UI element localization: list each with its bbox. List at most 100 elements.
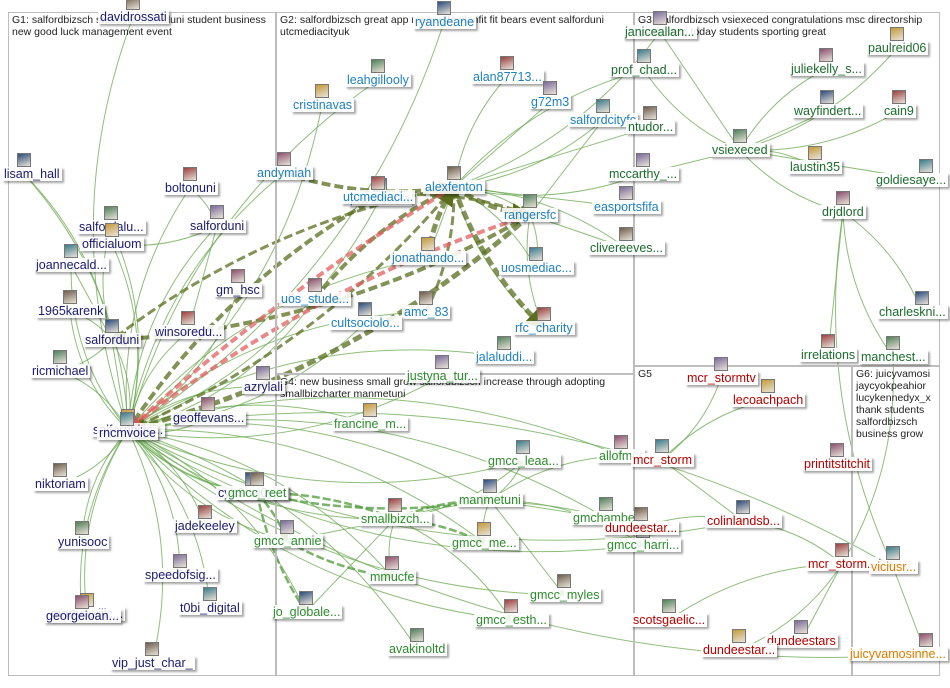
avatar-icon	[596, 99, 610, 113]
avatar-icon	[892, 90, 906, 104]
node-label: mmucfe	[368, 570, 417, 584]
edge-light	[842, 211, 894, 358]
avatar-icon	[497, 336, 511, 350]
edge-heavy	[394, 495, 491, 521]
node-label: justyna_tur...	[405, 369, 480, 383]
node-label: alexfenton	[423, 180, 485, 194]
node-label: salforduni	[188, 219, 247, 233]
node-label: gmcc_myles	[528, 588, 602, 602]
avatar-icon	[835, 543, 849, 557]
edge-heavy	[255, 492, 308, 613]
avatar-icon	[890, 27, 904, 41]
avatar-icon	[636, 153, 650, 167]
edge-light	[127, 21, 446, 431]
node-label: jonathando...	[390, 251, 467, 265]
node-label: amc_83	[402, 305, 451, 319]
edge-light	[127, 429, 307, 613]
edge-light	[659, 31, 741, 151]
avatar-icon	[231, 269, 245, 283]
node-label: azrylali	[242, 380, 285, 394]
avatar-icon	[477, 522, 491, 536]
avatar-icon	[820, 90, 834, 104]
edge-light	[305, 518, 396, 613]
edge-light	[529, 119, 604, 216]
node-label: clivereeves...	[588, 241, 665, 255]
node-label: manchest...	[859, 350, 928, 364]
group-box-g1	[8, 12, 276, 676]
avatar-icon	[614, 435, 628, 449]
edge-light	[127, 429, 393, 578]
node-label: alan87713...	[471, 70, 544, 84]
avatar-icon	[557, 574, 571, 588]
node-label: gmcc_leaa...	[486, 454, 561, 468]
avatar-icon	[363, 403, 377, 417]
avatar-icon	[201, 397, 215, 411]
node-label: lisam_hall	[2, 167, 62, 181]
avatar-icon	[733, 129, 747, 143]
node-label: yunisooc	[56, 535, 110, 549]
avatar-icon	[53, 463, 67, 477]
node-label: mcr_storm	[631, 453, 695, 467]
avatar-icon	[919, 159, 933, 173]
avatar-icon	[64, 244, 78, 258]
edge-light	[127, 429, 524, 484]
avatar-icon	[732, 629, 746, 643]
edge-light	[489, 499, 565, 596]
node-label: dundeestars	[765, 634, 838, 648]
node-label: viciusr...	[869, 560, 919, 574]
node-label: geoffevans...	[171, 411, 247, 425]
avatar-icon	[256, 366, 270, 380]
node-label: juliekelly_s...	[789, 62, 864, 76]
node-label: francine_m...	[332, 417, 409, 431]
avatar-icon	[299, 591, 313, 605]
edge-light	[127, 429, 288, 543]
avatar-icon	[821, 334, 835, 348]
node-label: colinlandsb...	[705, 514, 782, 528]
avatar-icon	[17, 153, 31, 167]
avatar-icon	[886, 336, 900, 350]
node-label: vsiexeced	[710, 143, 770, 157]
node-label: prof_chad...	[609, 63, 680, 77]
edge-light	[127, 429, 213, 609]
node-label: mcr_storm...	[806, 557, 880, 571]
avatar-icon	[655, 439, 669, 453]
avatar-icon	[919, 633, 933, 647]
avatar-icon	[75, 521, 89, 535]
node-label: juicyvamosinne...	[848, 647, 948, 661]
node-label: charleskni...	[877, 305, 948, 319]
avatar-icon	[836, 191, 850, 205]
node-label: goldiesaye...	[874, 173, 949, 187]
node-label: vip_just_char_	[110, 656, 195, 670]
avatar-icon	[410, 628, 424, 642]
avatar-icon	[250, 472, 264, 486]
avatar-icon	[714, 357, 728, 371]
node-label: t0bi_digital	[178, 601, 242, 615]
node-label: speedofsig...	[143, 568, 218, 582]
avatar-icon	[358, 302, 372, 316]
edge-light	[661, 377, 723, 461]
avatar-icon	[643, 106, 657, 120]
avatar-icon	[500, 56, 514, 70]
node-label: georgeioan...	[44, 609, 121, 623]
node-label: jo_globale...	[271, 605, 343, 619]
node-label: cultsociolo...	[329, 316, 402, 330]
edge-light	[835, 211, 894, 568]
edge-light	[453, 101, 551, 188]
avatar-icon	[435, 355, 449, 369]
edge-light	[127, 429, 565, 598]
avatar-icon	[203, 587, 217, 601]
node-label: andymiah	[255, 166, 314, 180]
edge-heavy	[126, 186, 456, 432]
edge-light	[453, 125, 651, 188]
node-label: easportsfifa	[592, 200, 661, 214]
node-label: niktoriam	[33, 477, 88, 491]
node-label: cristinavas	[291, 98, 355, 112]
edge-light	[841, 356, 894, 565]
node-label: avakinoltd	[387, 642, 448, 656]
avatar-icon	[437, 1, 451, 15]
edge-light	[127, 349, 505, 431]
node-label: ryandeane	[413, 15, 477, 29]
node-label: jalaluddi...	[474, 350, 535, 364]
avatar-icon	[634, 507, 648, 521]
node-label: mccarthy_...	[607, 167, 680, 181]
